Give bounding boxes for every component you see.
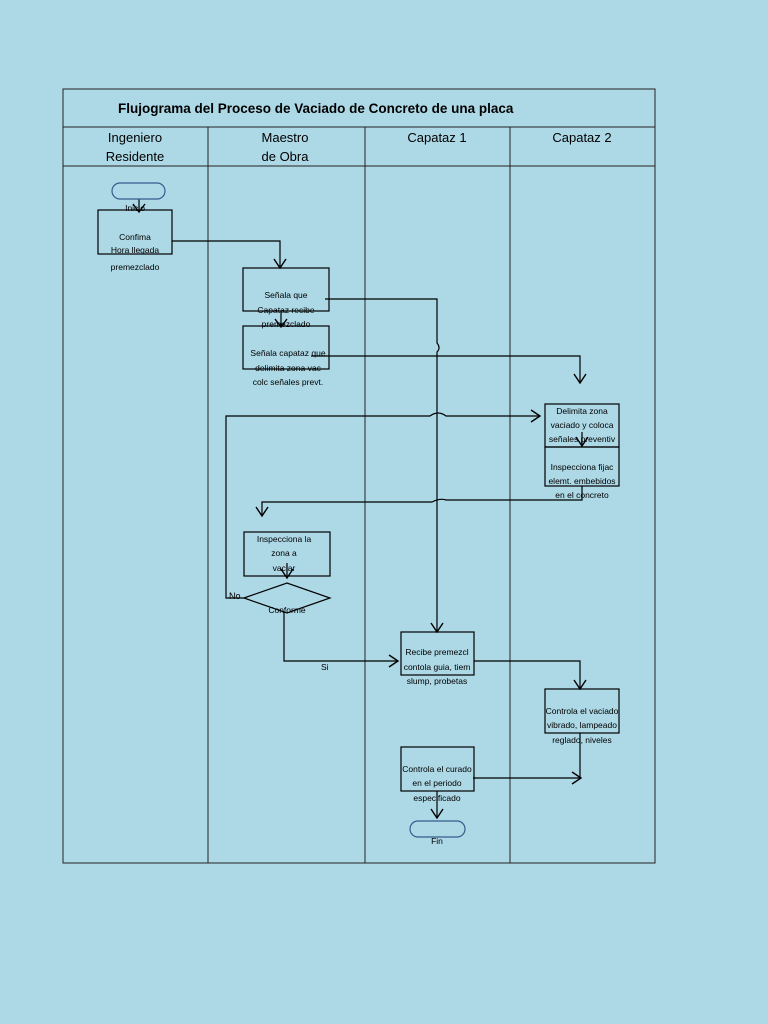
node-text: Hora llegada [111, 245, 159, 255]
arrowhead [430, 808, 444, 820]
process-box-confirma [97, 209, 173, 255]
node-text: especificado [413, 793, 461, 803]
node-text: Señala capataz que [250, 348, 325, 358]
lane-header-capataz1: Capataz 1 [407, 130, 466, 145]
connector [325, 298, 440, 632]
node-text: Inspecciona fijac [551, 462, 615, 472]
node-text: contola guia, tiem [404, 662, 471, 672]
node-text: reglado, niveles [552, 735, 612, 745]
node-text: Controla el curado [402, 764, 472, 774]
arrowhead [573, 373, 587, 385]
connector [474, 660, 581, 689]
decision-label: Conforme [268, 605, 306, 615]
node-text: Inspecciona la [257, 534, 312, 544]
connector [261, 486, 583, 516]
arrowhead [575, 436, 589, 448]
arrowhead [530, 409, 542, 423]
node-text: premezclado [111, 262, 160, 272]
end-terminator [409, 820, 466, 838]
connector [283, 611, 398, 662]
node-text: delimita zona vac [255, 363, 321, 373]
node-text: Confima [119, 232, 151, 242]
lane-header-capataz2: Capataz 2 [552, 130, 611, 145]
node-text: vibrado, lampeado [547, 720, 617, 730]
end-label: Fin [431, 836, 443, 846]
process-box-controla-vaciado [544, 688, 620, 734]
node-text: Recibe premezcl [405, 647, 468, 657]
arrowheads [132, 203, 589, 820]
lane-header-ingeniero: Residente [106, 149, 165, 164]
node-text: Delimita zona [556, 406, 608, 416]
start-terminator [111, 182, 166, 200]
lane-header-ingeniero: Ingeniero [108, 130, 162, 145]
arrowhead [274, 318, 288, 329]
diagram-title: Flujograma del Proceso de Vaciado de Con… [118, 101, 514, 116]
arrowhead [132, 203, 146, 214]
arrowhead [571, 771, 583, 785]
node-text: elemt. embebidos [548, 476, 615, 486]
arrowhead [255, 506, 269, 518]
node-text: Controla el vaciado [546, 706, 619, 716]
node-text: en el periodo [412, 778, 461, 788]
process-box-senala-delimita [242, 325, 330, 370]
connectors [138, 197, 583, 818]
branch-label-si: Si [321, 662, 329, 672]
node-text: señales preventiv [549, 434, 616, 444]
node-text: colc señales prevt. [253, 377, 323, 387]
node-text: zona a [271, 548, 297, 558]
node-text: vaciado y coloca [551, 420, 614, 430]
branch-label-no: No [229, 591, 241, 601]
node-text: premezclado [262, 319, 311, 329]
node-text: en el concreto [555, 490, 609, 500]
start-label: Inicio [125, 203, 145, 213]
process-box-recibe [400, 631, 475, 676]
decision-diamond-conforme [242, 582, 332, 614]
connector [311, 355, 581, 383]
lane-header-maestro: de Obra [262, 149, 310, 164]
process-box-inspecciona-fijac [544, 446, 620, 487]
connector [172, 240, 281, 268]
process-box-controla-curado [400, 746, 475, 792]
connector [225, 412, 540, 599]
node-text: Capataz recibe [257, 305, 314, 315]
node-text: slump, probetas [407, 676, 467, 686]
arrowhead [388, 654, 400, 668]
diagram-frame [62, 88, 656, 864]
node-text: vaciar [273, 563, 296, 573]
arrowhead [280, 568, 294, 580]
node-text: Señala que [264, 290, 307, 300]
lane-header-maestro: Maestro [262, 130, 309, 145]
process-box-senala-recibe [242, 267, 330, 312]
process-box-inspecciona-zona [243, 531, 331, 577]
